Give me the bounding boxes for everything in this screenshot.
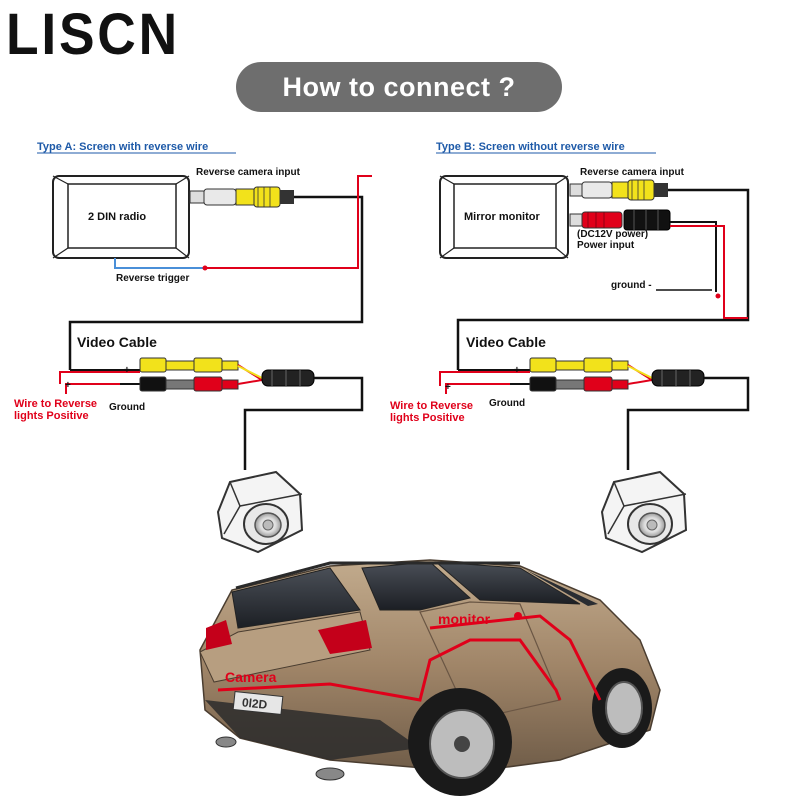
panel-a-camera-illustration [217,471,303,553]
license-plate: 0l2D [241,695,268,712]
panel-b-ground-wire [670,221,717,292]
panel-b-reverse-wire-label-2: lights Positive [390,412,465,424]
panel-a-reverse-wire-label-1: Wire to Reverse [14,398,97,410]
panel-b-video-cable-label: Video Cable [466,334,546,350]
panel-a-plus-2: + [65,380,71,391]
panel-b-power-connector [569,209,671,231]
panel-a-ground-label: Ground [109,402,145,413]
panel-a-plus-1: + [124,365,130,376]
panel-b-power-dot [715,293,721,299]
radio-label: 2 DIN radio [88,211,146,223]
panel-b-plus-2: + [445,382,451,393]
car-monitor-label: monitor [438,611,491,627]
panel-b-power-label-2: Power input [577,240,635,251]
panel-a-video-cable-wire [68,195,364,370]
panel-a-trigger-wire [114,258,205,269]
panel-a-harness [59,357,364,470]
panel-b-rca-input-connector [569,179,668,201]
radio-screen [52,175,190,259]
mirror-monitor-screen [439,175,569,259]
page-title: How to connect ? [236,62,562,112]
panel-a-trigger-dot [202,265,208,271]
panel-a-trigger-label: Reverse trigger [116,273,189,284]
panel-b-camera-illustration [601,471,687,553]
panel-type-a: Type A: Screen with reverse wire 2 DIN r… [14,141,372,553]
panel-a-video-cable-label: Video Cable [77,334,157,350]
panel-a-rca-input-connector [189,186,294,208]
car-illustration: 0l2D Camera monitor [199,559,661,796]
panel-b-video-cable-wire [456,188,750,370]
car-camera-label: Camera [225,669,277,685]
panel-b-power-label-1: (DC12V power) [577,229,648,240]
monitor-point-dot [514,612,522,620]
rear-wheel [408,688,512,796]
panel-a-reverse-wire-label-2: lights Positive [14,410,89,422]
car-cable-route [217,638,562,702]
front-wheel [592,668,652,748]
mirror-monitor-label: Mirror monitor [464,211,540,223]
panel-a-type-label: Type A: Screen with reverse wire [37,141,208,153]
panel-b-camera-input-label: Reverse camera input [580,167,685,178]
panel-b-power-wire [670,225,748,319]
panel-type-b: Type B: Screen without reverse wire Mirr… [390,141,750,553]
panel-b-ground-minus-label: ground - [611,280,652,291]
panel-b-ground-label: Ground [489,398,525,409]
car-monitor-cable [429,614,602,701]
panel-b-reverse-wire-label-1: Wire to Reverse [390,400,473,412]
panel-b-harness [439,357,750,470]
brand-logo: LISCN [6,2,180,67]
panel-b-plus-1: + [514,365,520,376]
panel-a-camera-input-label: Reverse camera input [196,167,301,178]
panel-b-type-label: Type B: Screen without reverse wire [436,141,625,153]
panel-a-trigger-red-wire [205,175,372,269]
